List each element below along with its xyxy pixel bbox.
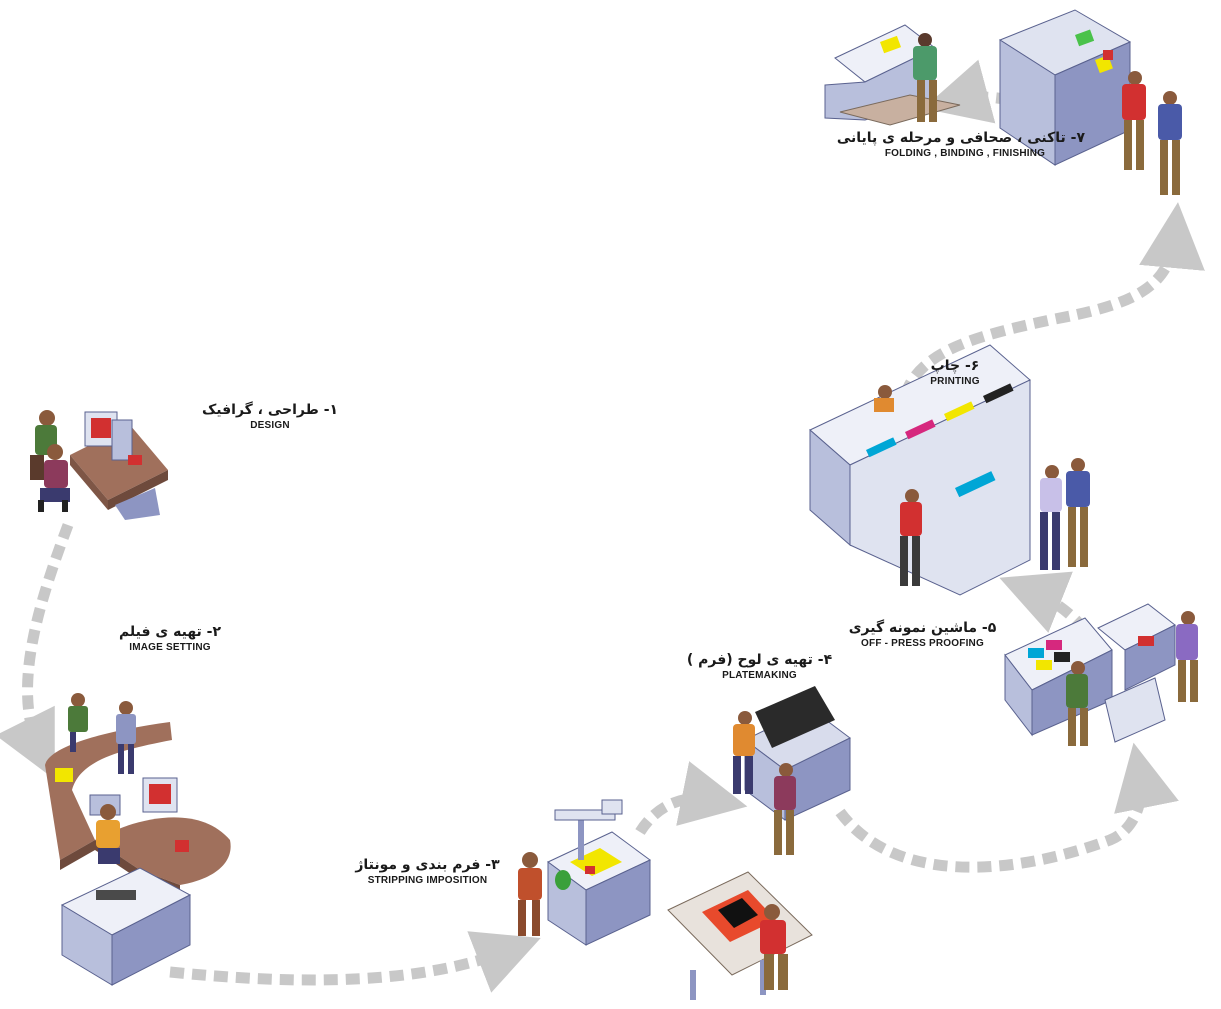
imagesetting-workstation-illustration bbox=[45, 693, 231, 986]
folding-machine-illustration bbox=[824, 24, 961, 126]
stage-title-fa: ۶- چاپ bbox=[930, 358, 980, 374]
stage-title-en: DESIGN bbox=[250, 420, 290, 431]
stage-title-en: PRINTING bbox=[930, 376, 980, 387]
flow-arrow-stripping-to-platemaking bbox=[635, 761, 748, 836]
stage-label-design: ۱- طراحی ، گرافیک DESIGN bbox=[180, 402, 360, 431]
platemaking-machine-illustration bbox=[733, 686, 851, 855]
stage-title-en: STRIPPING IMPOSITION bbox=[367, 875, 488, 886]
stage-title-en: PLATEMAKING bbox=[722, 670, 797, 681]
flow-arrow-printing-to-finishing bbox=[899, 202, 1205, 398]
stage-title-fa: ۷- تاکنی ، صحافی و مرحله ی پایانی bbox=[836, 130, 1085, 146]
stage-title-fa: ۴- تهیه ی لوح (فرم ) bbox=[686, 652, 833, 668]
design-workstation-illustration bbox=[30, 410, 168, 520]
stripping-lighttable-illustration bbox=[518, 799, 651, 946]
stage-title-en: OFF - PRESS PROOFING bbox=[861, 638, 984, 649]
stage-title-en: FOLDING , BINDING , FINISHING bbox=[884, 148, 1046, 159]
binding-machine-illustration bbox=[998, 9, 1182, 195]
stage-label-platemaking: ۴- تهیه ی لوح (فرم ) PLATEMAKING bbox=[672, 652, 847, 681]
stage-label-printing: ۶- چاپ PRINTING bbox=[910, 358, 1000, 387]
proofing-machine-illustration bbox=[1004, 603, 1198, 746]
stage-label-proofing: ۵- ماشین نمونه گیری OFF - PRESS PROOFING bbox=[835, 620, 1010, 649]
stage-title-fa: ۲- تهیه ی فیلم bbox=[118, 624, 222, 640]
stage-label-finishing: ۷- تاکنی ، صحافی و مرحله ی پایانی FOLDIN… bbox=[836, 130, 1085, 159]
printing-press-illustration bbox=[809, 344, 1090, 596]
stage-title-fa: ۱- طراحی ، گرافیک bbox=[201, 402, 339, 418]
stage-title-fa: ۳- فرم بندی و مونتاژ bbox=[355, 857, 500, 873]
flow-arrow-design-to-imagesetting bbox=[0, 523, 74, 780]
stage-label-stripping: ۳- فرم بندی و مونتاژ STRIPPING IMPOSITIO… bbox=[335, 857, 520, 886]
flow-arrow-imagesetting-to-stripping bbox=[169, 931, 541, 993]
proof-color-swatches bbox=[1028, 640, 1070, 670]
stage-title-en: IMAGE SETTING bbox=[129, 642, 211, 653]
stage-label-image-setting: ۲- تهیه ی فیلم IMAGE SETTING bbox=[90, 624, 250, 653]
press-ink-units bbox=[865, 383, 1014, 498]
stage-title-fa: ۵- ماشین نمونه گیری bbox=[848, 620, 997, 636]
plate-drafting-table-illustration bbox=[667, 871, 813, 1000]
flow-arrow-platemaking-to-proofing bbox=[835, 742, 1179, 873]
